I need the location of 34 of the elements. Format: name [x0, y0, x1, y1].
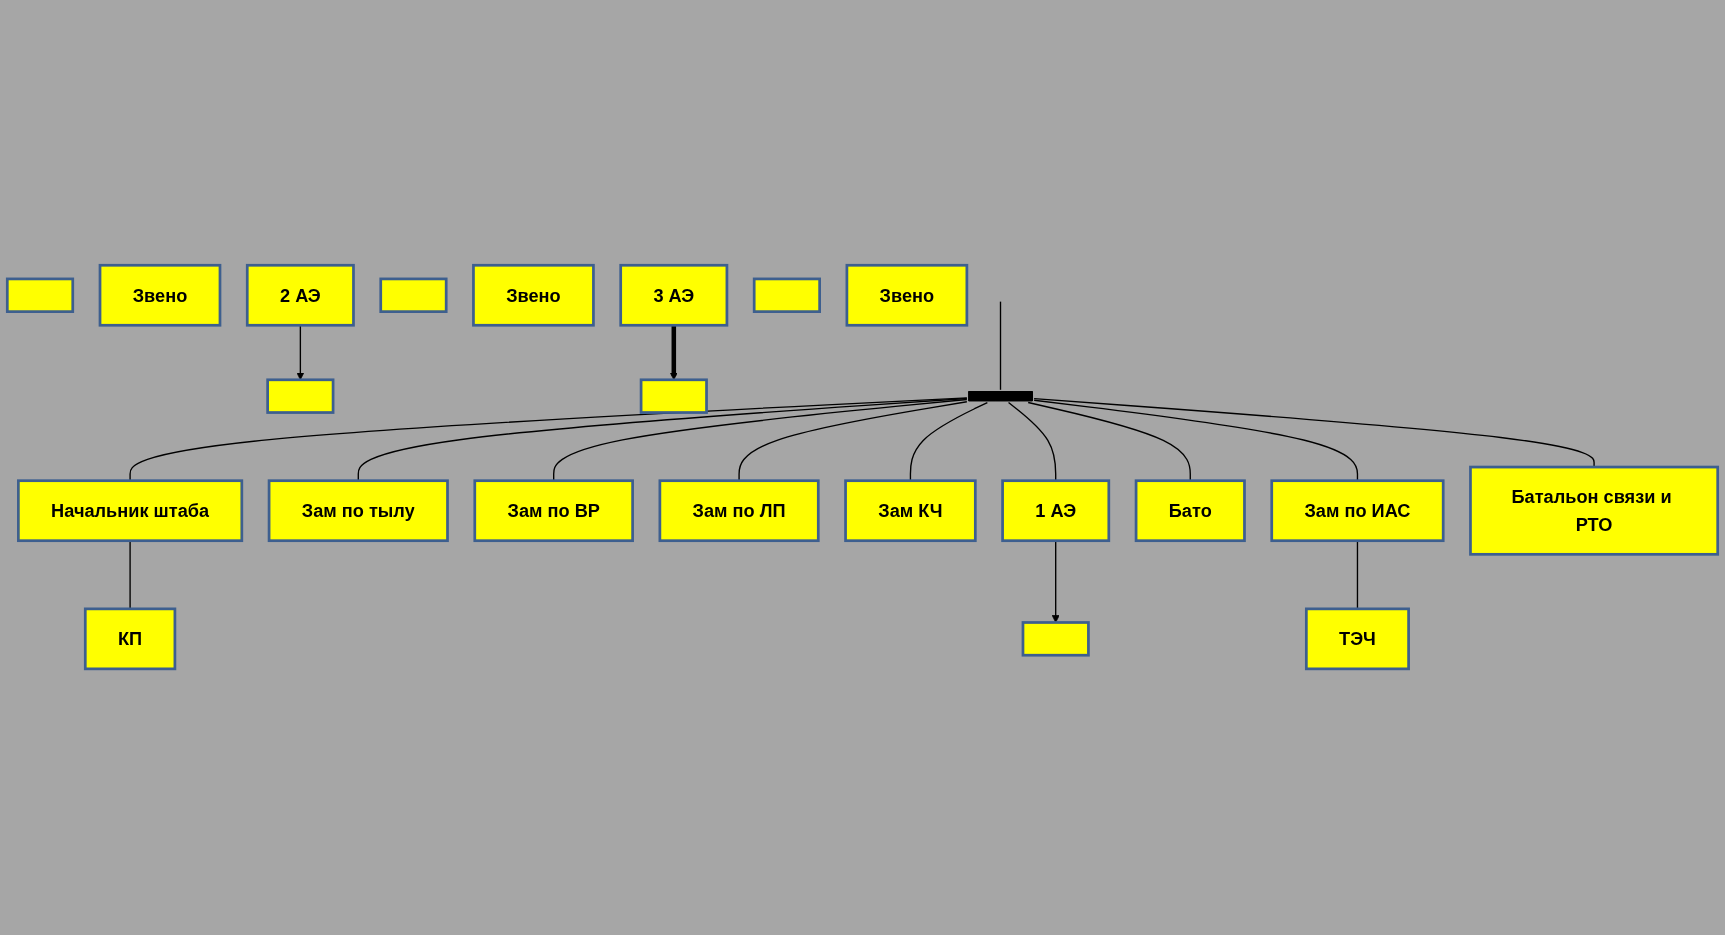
connector-line	[553, 399, 968, 482]
unit-box: Зам по ИАС	[1270, 479, 1445, 543]
unit-box: Зам по ВР	[473, 479, 634, 543]
unit-box: 3 АЭ	[619, 264, 729, 328]
connector-line	[1033, 400, 1359, 482]
unit-box: 1 АЭ	[1001, 479, 1111, 543]
unit-box: Бато	[1134, 479, 1246, 543]
unit-box	[266, 378, 335, 415]
unit-box: КП	[83, 607, 177, 671]
arrow	[669, 325, 678, 381]
unit-box: Зам КЧ	[844, 479, 977, 543]
connector-line	[999, 301, 1002, 391]
unit-box: Звено	[98, 264, 222, 328]
arrow	[296, 325, 305, 381]
connector-line	[1007, 402, 1057, 482]
unit-box: ТЭЧ	[1304, 607, 1410, 671]
unit-box: Зам по тылу	[267, 479, 449, 543]
unit-box: 2 АЭ	[245, 264, 355, 328]
connector-line	[129, 397, 968, 482]
unit-box	[639, 378, 708, 415]
bus-bar	[968, 391, 1033, 402]
unit-box	[752, 277, 821, 314]
unit-box	[379, 277, 448, 314]
unit-box	[1021, 621, 1090, 658]
unit-box: Батальон связи и РТО	[1469, 466, 1720, 557]
unit-box: Зам по ЛП	[658, 479, 820, 543]
unit-box	[5, 277, 75, 314]
unit-box: Звено	[472, 264, 595, 328]
connector-line	[1027, 402, 1191, 482]
unit-box: Начальник штаба	[17, 479, 244, 543]
connector-line	[357, 398, 968, 482]
unit-box: Звено	[845, 264, 969, 328]
connector-line	[909, 402, 989, 482]
connector-line	[738, 401, 968, 482]
